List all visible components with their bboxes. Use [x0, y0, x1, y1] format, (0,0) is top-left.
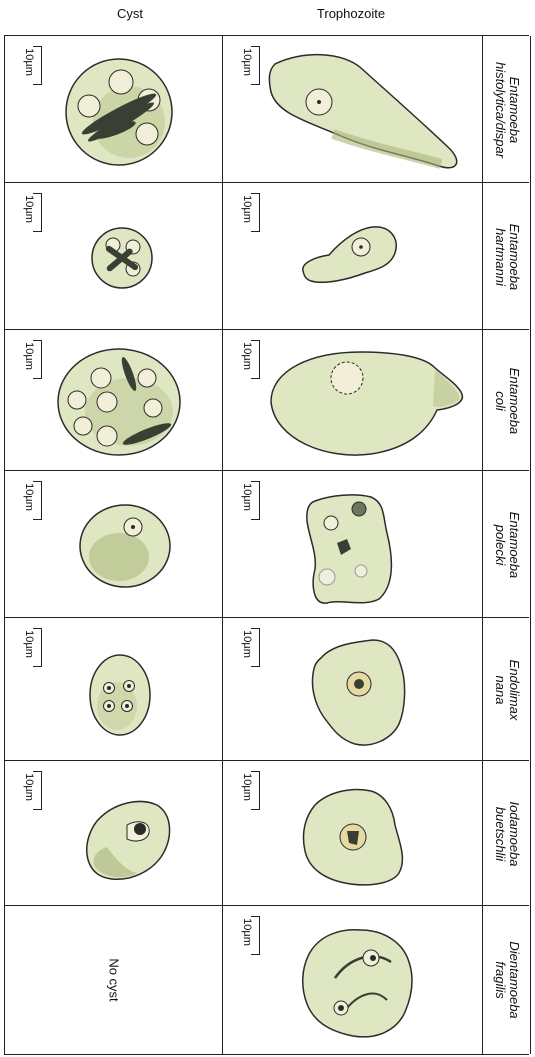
trophozoite-illustration [295, 219, 405, 291]
trophozoite-illustration [295, 918, 419, 1046]
column-header-cyst: Cyst [40, 6, 220, 21]
scale-label: 10µm [23, 48, 35, 76]
scale-bar: 10µm [19, 477, 49, 525]
trophozoite-cell: 10µm [222, 183, 483, 330]
cyst-cell: 10µm [4, 761, 223, 906]
scale-label: 10µm [23, 342, 35, 370]
scale-label: 10µm [241, 342, 253, 370]
cyst-illustration [89, 225, 155, 291]
scale-bar: 10µm [237, 624, 267, 672]
row-entamoeba-coli: 10µm 10µm Enta [4, 329, 529, 471]
scale-bar: 10µm [19, 189, 49, 237]
cyst-cell: 10µm [4, 330, 223, 471]
trophozoite-cell: 10µm [222, 761, 483, 906]
cyst-cell: 10µm [4, 618, 223, 761]
scale-label: 10µm [23, 195, 35, 223]
no-cyst-label: No cyst [107, 958, 122, 1001]
scale-label: 10µm [23, 483, 35, 511]
scale-bar: 10µm [237, 767, 267, 815]
scale-bar: 10µm [237, 912, 267, 960]
scale-label: 10µm [241, 48, 253, 76]
cyst-cell: 10µm [4, 183, 223, 330]
cyst-illustration [55, 346, 183, 458]
trophozoite-illustration [301, 487, 397, 609]
scale-bar: 10µm [237, 189, 267, 237]
cyst-cell: No cyst [4, 906, 223, 1054]
trophozoite-cell: 10µm [222, 471, 483, 618]
scale-label: 10µm [241, 918, 253, 946]
scale-bar: 10µm [19, 767, 49, 815]
trophozoite-illustration [295, 779, 413, 893]
column-header-trophozoite: Trophozoite [222, 6, 480, 21]
cyst-illustration [77, 501, 173, 591]
trophozoite-cell: 10µm [222, 36, 483, 183]
scale-bar: 10µm [237, 477, 267, 525]
cyst-illustration [63, 56, 175, 168]
scale-bar: 10µm [19, 336, 49, 384]
trophozoite-cell: 10µm [222, 330, 483, 471]
trophozoite-illustration [303, 628, 411, 754]
cyst-illustration [87, 652, 153, 738]
trophozoite-cell: 10µm [222, 906, 483, 1054]
trophozoite-illustration [263, 44, 473, 176]
scale-label: 10µm [241, 630, 253, 658]
scale-bar: 10µm [19, 42, 49, 90]
cyst-cell: 10µm [4, 36, 223, 183]
scale-label: 10µm [23, 773, 35, 801]
cyst-illustration [77, 791, 177, 887]
scale-label: 10µm [23, 630, 35, 658]
scale-label: 10µm [241, 195, 253, 223]
scale-label: 10µm [241, 483, 253, 511]
scale-bar: 10µm [19, 624, 49, 672]
trophozoite-illustration [261, 340, 477, 464]
trophozoite-cell: 10µm [222, 618, 483, 761]
cyst-cell: 10µm [4, 471, 223, 618]
scale-label: 10µm [241, 773, 253, 801]
